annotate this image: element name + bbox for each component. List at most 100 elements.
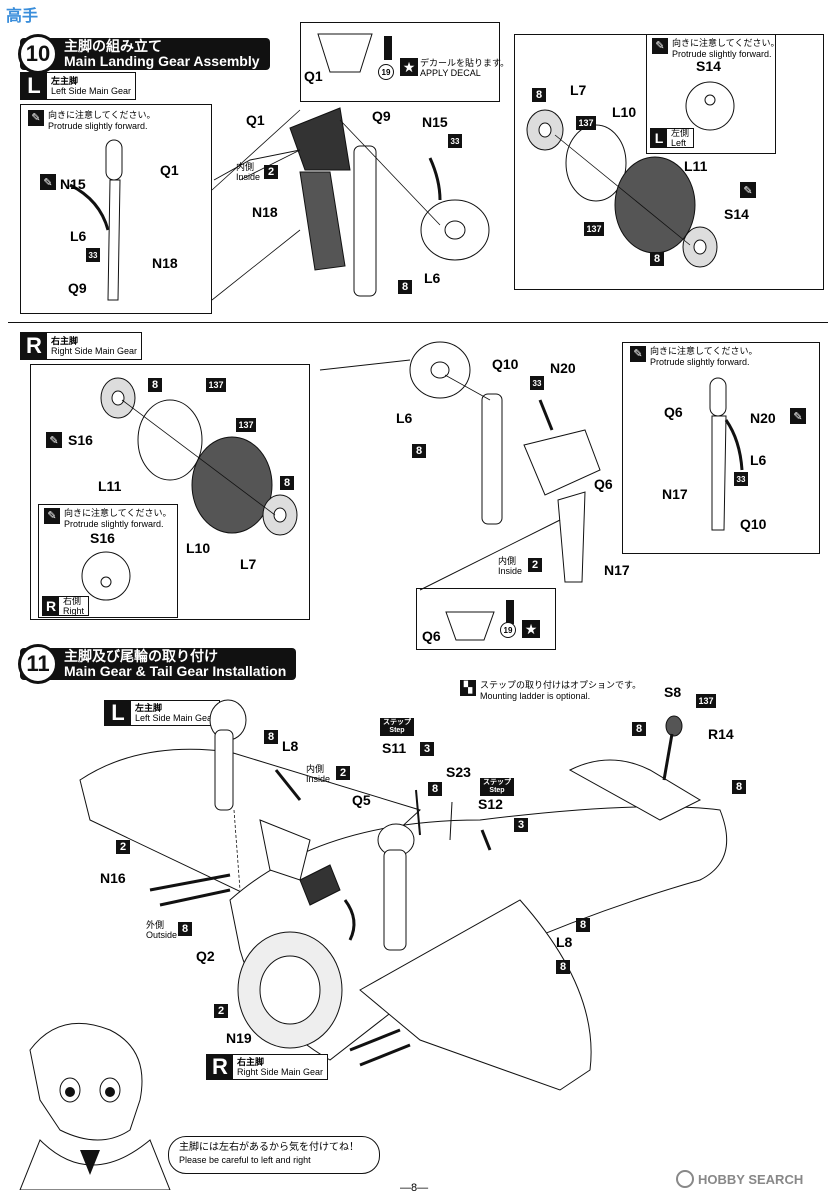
label-l8: L8 bbox=[282, 738, 299, 754]
site-watermark: HOBBY SEARCH bbox=[676, 1170, 803, 1188]
paint-33-r: 33 bbox=[530, 376, 544, 390]
label-q6: Q6 bbox=[594, 476, 613, 492]
paint-2-11b: 2 bbox=[116, 840, 130, 854]
label-s16: S16 bbox=[68, 432, 93, 448]
label-n17-detail: N17 bbox=[662, 486, 688, 502]
cn-watermark: 高手 bbox=[6, 8, 39, 25]
label-s23: S23 bbox=[446, 764, 471, 780]
paint-2-r: 2 bbox=[528, 558, 542, 572]
paint-8-wheel: 8 bbox=[532, 88, 546, 102]
paint-8-s8: 8 bbox=[632, 722, 646, 736]
paint-8-r2: 8 bbox=[280, 476, 294, 490]
label-l6-detail: L6 bbox=[70, 228, 87, 244]
label-q1-detail: Q1 bbox=[160, 162, 179, 178]
paint-8-l8r2: 8 bbox=[556, 960, 570, 974]
label-s16-inset: S16 bbox=[90, 530, 115, 546]
step10-title: 10 主脚の組み立て Main Landing Gear Assembly bbox=[18, 34, 270, 74]
label-s8: S8 bbox=[664, 684, 682, 700]
paint-137-r2: 137 bbox=[236, 418, 256, 432]
label-q5: Q5 bbox=[352, 792, 371, 808]
paint-137-b: 137 bbox=[584, 222, 604, 236]
label-n20: N20 bbox=[550, 360, 576, 376]
page-number: —8— bbox=[400, 1182, 429, 1194]
label-l11: L11 bbox=[684, 158, 708, 174]
paint-137: 137 bbox=[576, 116, 596, 130]
decal-note: デカールを貼ります。APPLY DECAL bbox=[420, 58, 510, 78]
paint-8-s11: 8 bbox=[428, 782, 442, 796]
label-n17: N17 bbox=[604, 562, 630, 578]
paint-33-rd: 33 bbox=[734, 472, 748, 486]
step10-left-note: ✎ 向きに注意してください。Protrude slightly forward. bbox=[28, 110, 155, 132]
label-q10-detail: Q10 bbox=[740, 516, 767, 532]
label-q2: Q2 bbox=[196, 948, 215, 964]
step10-right-note: ✎ 向きに注意してください。Protrude slightly forward. bbox=[630, 346, 757, 368]
step10-s14-note: ✎ 向きに注意してください。Protrude slightly forward. bbox=[652, 38, 779, 60]
label-l11-r: L11 bbox=[98, 478, 122, 494]
label-s11: S11 bbox=[382, 740, 407, 756]
optional-note: ▚ ステップの取り付けはオプションです。Mounting ladder is o… bbox=[460, 680, 641, 702]
label-l6-r: L6 bbox=[396, 410, 413, 426]
step11-title-en: Main Gear & Tail Gear Installation bbox=[64, 663, 287, 679]
hobby-search-logo-icon bbox=[676, 1170, 694, 1188]
step11-number: 11 bbox=[18, 644, 58, 684]
label-q6-detail: Q6 bbox=[664, 404, 683, 420]
paint-8-outside: 8 bbox=[178, 922, 192, 936]
paint-137-s8: 137 bbox=[696, 694, 716, 708]
brush-icon: ✎ bbox=[652, 38, 668, 54]
brush-icon: ✎ bbox=[40, 174, 56, 190]
optional-icon: ▚ bbox=[460, 680, 476, 696]
label-q1: Q1 bbox=[246, 112, 265, 128]
label-q10: Q10 bbox=[492, 356, 519, 372]
brush-icon: ✎ bbox=[630, 346, 646, 362]
label-l6: L6 bbox=[424, 270, 441, 286]
brush-icon: ✎ bbox=[28, 110, 44, 126]
divider-1 bbox=[8, 322, 828, 323]
star-decal-icon: ★ bbox=[400, 58, 418, 76]
label-q9: Q9 bbox=[372, 108, 391, 124]
label-n16: N16 bbox=[100, 870, 126, 886]
brush-icon: ✎ bbox=[44, 508, 60, 524]
step10-title-jp: 主脚の組み立て bbox=[64, 38, 162, 54]
step11-title-jp: 主脚及び尾輪の取り付け bbox=[64, 648, 218, 664]
label-n15-detail: N15 bbox=[60, 176, 86, 192]
brush-icon: ✎ bbox=[790, 408, 806, 424]
label-l10-r: L10 bbox=[186, 540, 211, 556]
paint-8-r14: 8 bbox=[732, 780, 746, 794]
paint-3: 3 bbox=[420, 742, 434, 756]
paint-2-11c: 2 bbox=[214, 1004, 228, 1018]
step10-right-drawings bbox=[81, 341, 744, 641]
brush-icon: ✎ bbox=[46, 432, 62, 448]
paint-8-b: 8 bbox=[650, 252, 664, 266]
paint-8-l8r: 8 bbox=[576, 918, 590, 932]
decal-19: 19 bbox=[378, 64, 394, 80]
decal-19-r: 19 bbox=[500, 622, 516, 638]
paint-8-r3: 8 bbox=[412, 444, 426, 458]
speech-bubble: 主脚には左右があるから気を付けてね！ Please be careful to … bbox=[168, 1136, 380, 1174]
step10-s16-note: ✎ 向きに注意してください。Protrude slightly forward. bbox=[44, 508, 171, 530]
label-s14-inset: S14 bbox=[696, 58, 721, 74]
label-l7: L7 bbox=[570, 82, 587, 98]
label-q6-decal: Q6 bbox=[422, 628, 441, 644]
paint-2: 2 bbox=[264, 165, 278, 179]
step10-number: 10 bbox=[18, 34, 58, 74]
step10-drawings bbox=[69, 33, 735, 301]
label-s14: S14 bbox=[724, 206, 749, 222]
label-n19: N19 bbox=[226, 1030, 252, 1046]
step10-title-en: Main Landing Gear Assembly bbox=[64, 53, 260, 69]
label-n18-detail: N18 bbox=[152, 255, 178, 271]
aircraft-drawing bbox=[79, 699, 728, 1091]
paint-33-detail: 33 bbox=[86, 248, 100, 262]
label-s12: S12 bbox=[478, 796, 503, 812]
label-l8-r: L8 bbox=[556, 934, 573, 950]
